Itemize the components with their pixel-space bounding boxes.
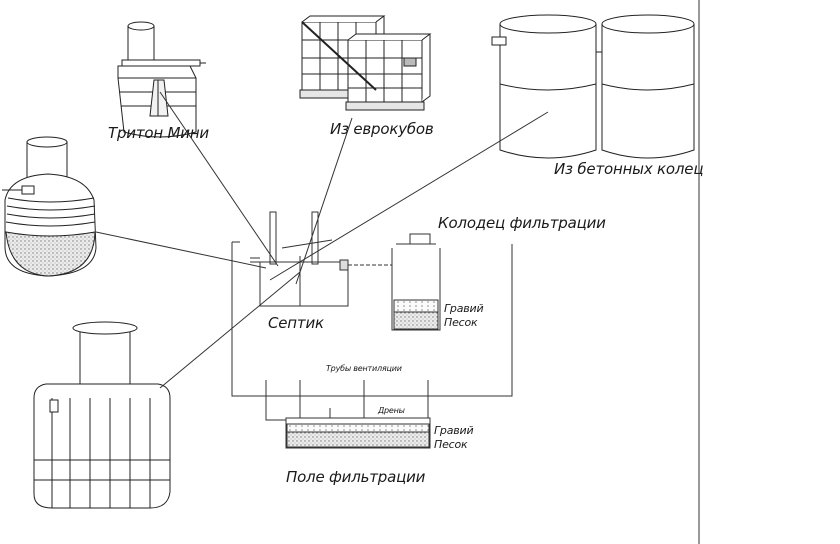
septic-schematic	[231, 211, 513, 397]
round-plastic-tank	[2, 136, 97, 277]
label-concrete-rings: Из бетонных колец	[554, 160, 704, 178]
filtration-field	[265, 380, 431, 449]
label-filtration-field: Поле фильтрации	[286, 468, 426, 486]
label-well-gravel: Гравий	[444, 302, 484, 315]
label-filtration-well: Колодец фильтрации	[438, 214, 606, 232]
label-field-gravel: Гравий	[434, 424, 474, 437]
concrete-rings-tanks	[491, 14, 695, 159]
label-septic: Септик	[268, 314, 324, 332]
connector-lines	[95, 91, 549, 389]
triton-mini-tank	[117, 21, 206, 138]
eurocubes-tanks	[299, 15, 432, 111]
label-eurocubes: Из еврокубов	[330, 120, 434, 138]
label-well-sand: Песок	[444, 316, 478, 329]
label-triton-mini: Тритон Мини	[108, 124, 209, 142]
label-field-sand: Песок	[434, 438, 468, 451]
label-vent-pipes: Трубы вентиляции	[326, 364, 402, 373]
label-drains: Дрены	[378, 406, 405, 415]
rectangular-plastic-tank	[33, 321, 171, 509]
filtration-well	[391, 233, 441, 331]
